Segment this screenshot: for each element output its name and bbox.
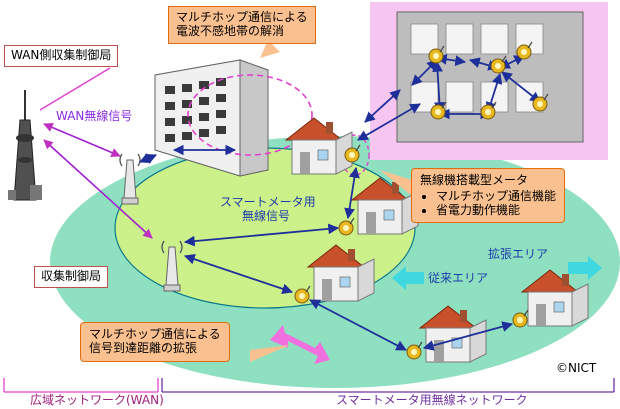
range-extension-arrow	[270, 325, 330, 364]
smart-network-bracket	[161, 378, 615, 393]
apartment-building	[154, 59, 269, 177]
meter-title: 無線機搭載型メータ	[420, 173, 529, 187]
conventional-area-arrow	[392, 266, 424, 290]
smart-network-label: スマートメータ用無線ネットワーク	[336, 393, 528, 407]
wan-station-label: WAN側収集制御局	[4, 45, 119, 67]
wan-bracket	[3, 378, 159, 393]
smart-meter-line1: スマートメータ用	[220, 195, 316, 209]
meter-feature-item: マルチホップ通信機能	[436, 189, 556, 204]
wan-network-label: 広域ネットワーク(WAN)	[30, 393, 164, 407]
dead-zone-line1: マルチホップ通信による	[176, 10, 308, 24]
wan-tower	[8, 90, 42, 201]
dead-zone-ellipse	[187, 74, 313, 156]
collection-station-label: 収集制御局	[34, 266, 109, 288]
range-callout: マルチホップ通信による 信号到達距離の拡張	[80, 322, 230, 362]
range-line2: 信号到達距離の拡張	[89, 340, 198, 355]
meter-feature-list: マルチホップ通信機能 省電力動作機能	[420, 189, 556, 218]
smart-meter-signal-label: スマートメータ用 無線信号	[220, 195, 316, 224]
expanded-area-label: 拡張エリア	[488, 247, 549, 261]
wan-signal-label: WAN無線信号	[56, 109, 133, 123]
copyright-text: ©NICT	[556, 361, 597, 375]
conventional-area-label: 従来エリア	[428, 271, 489, 285]
range-line1: マルチホップ通信による	[89, 327, 221, 341]
dead-zone-line2: 電波不感地帯の解消	[176, 23, 285, 38]
meter-callout: 無線機搭載型メータ マルチホップ通信機能 省電力動作機能	[411, 168, 566, 224]
expanded-area-arrow	[568, 256, 602, 280]
dead-zone-callout: マルチホップ通信による 電波不感地帯の解消	[168, 6, 316, 44]
meter-feature-item: 省電力動作機能	[436, 203, 556, 218]
smart-meter-line2: 無線信号	[242, 208, 291, 223]
